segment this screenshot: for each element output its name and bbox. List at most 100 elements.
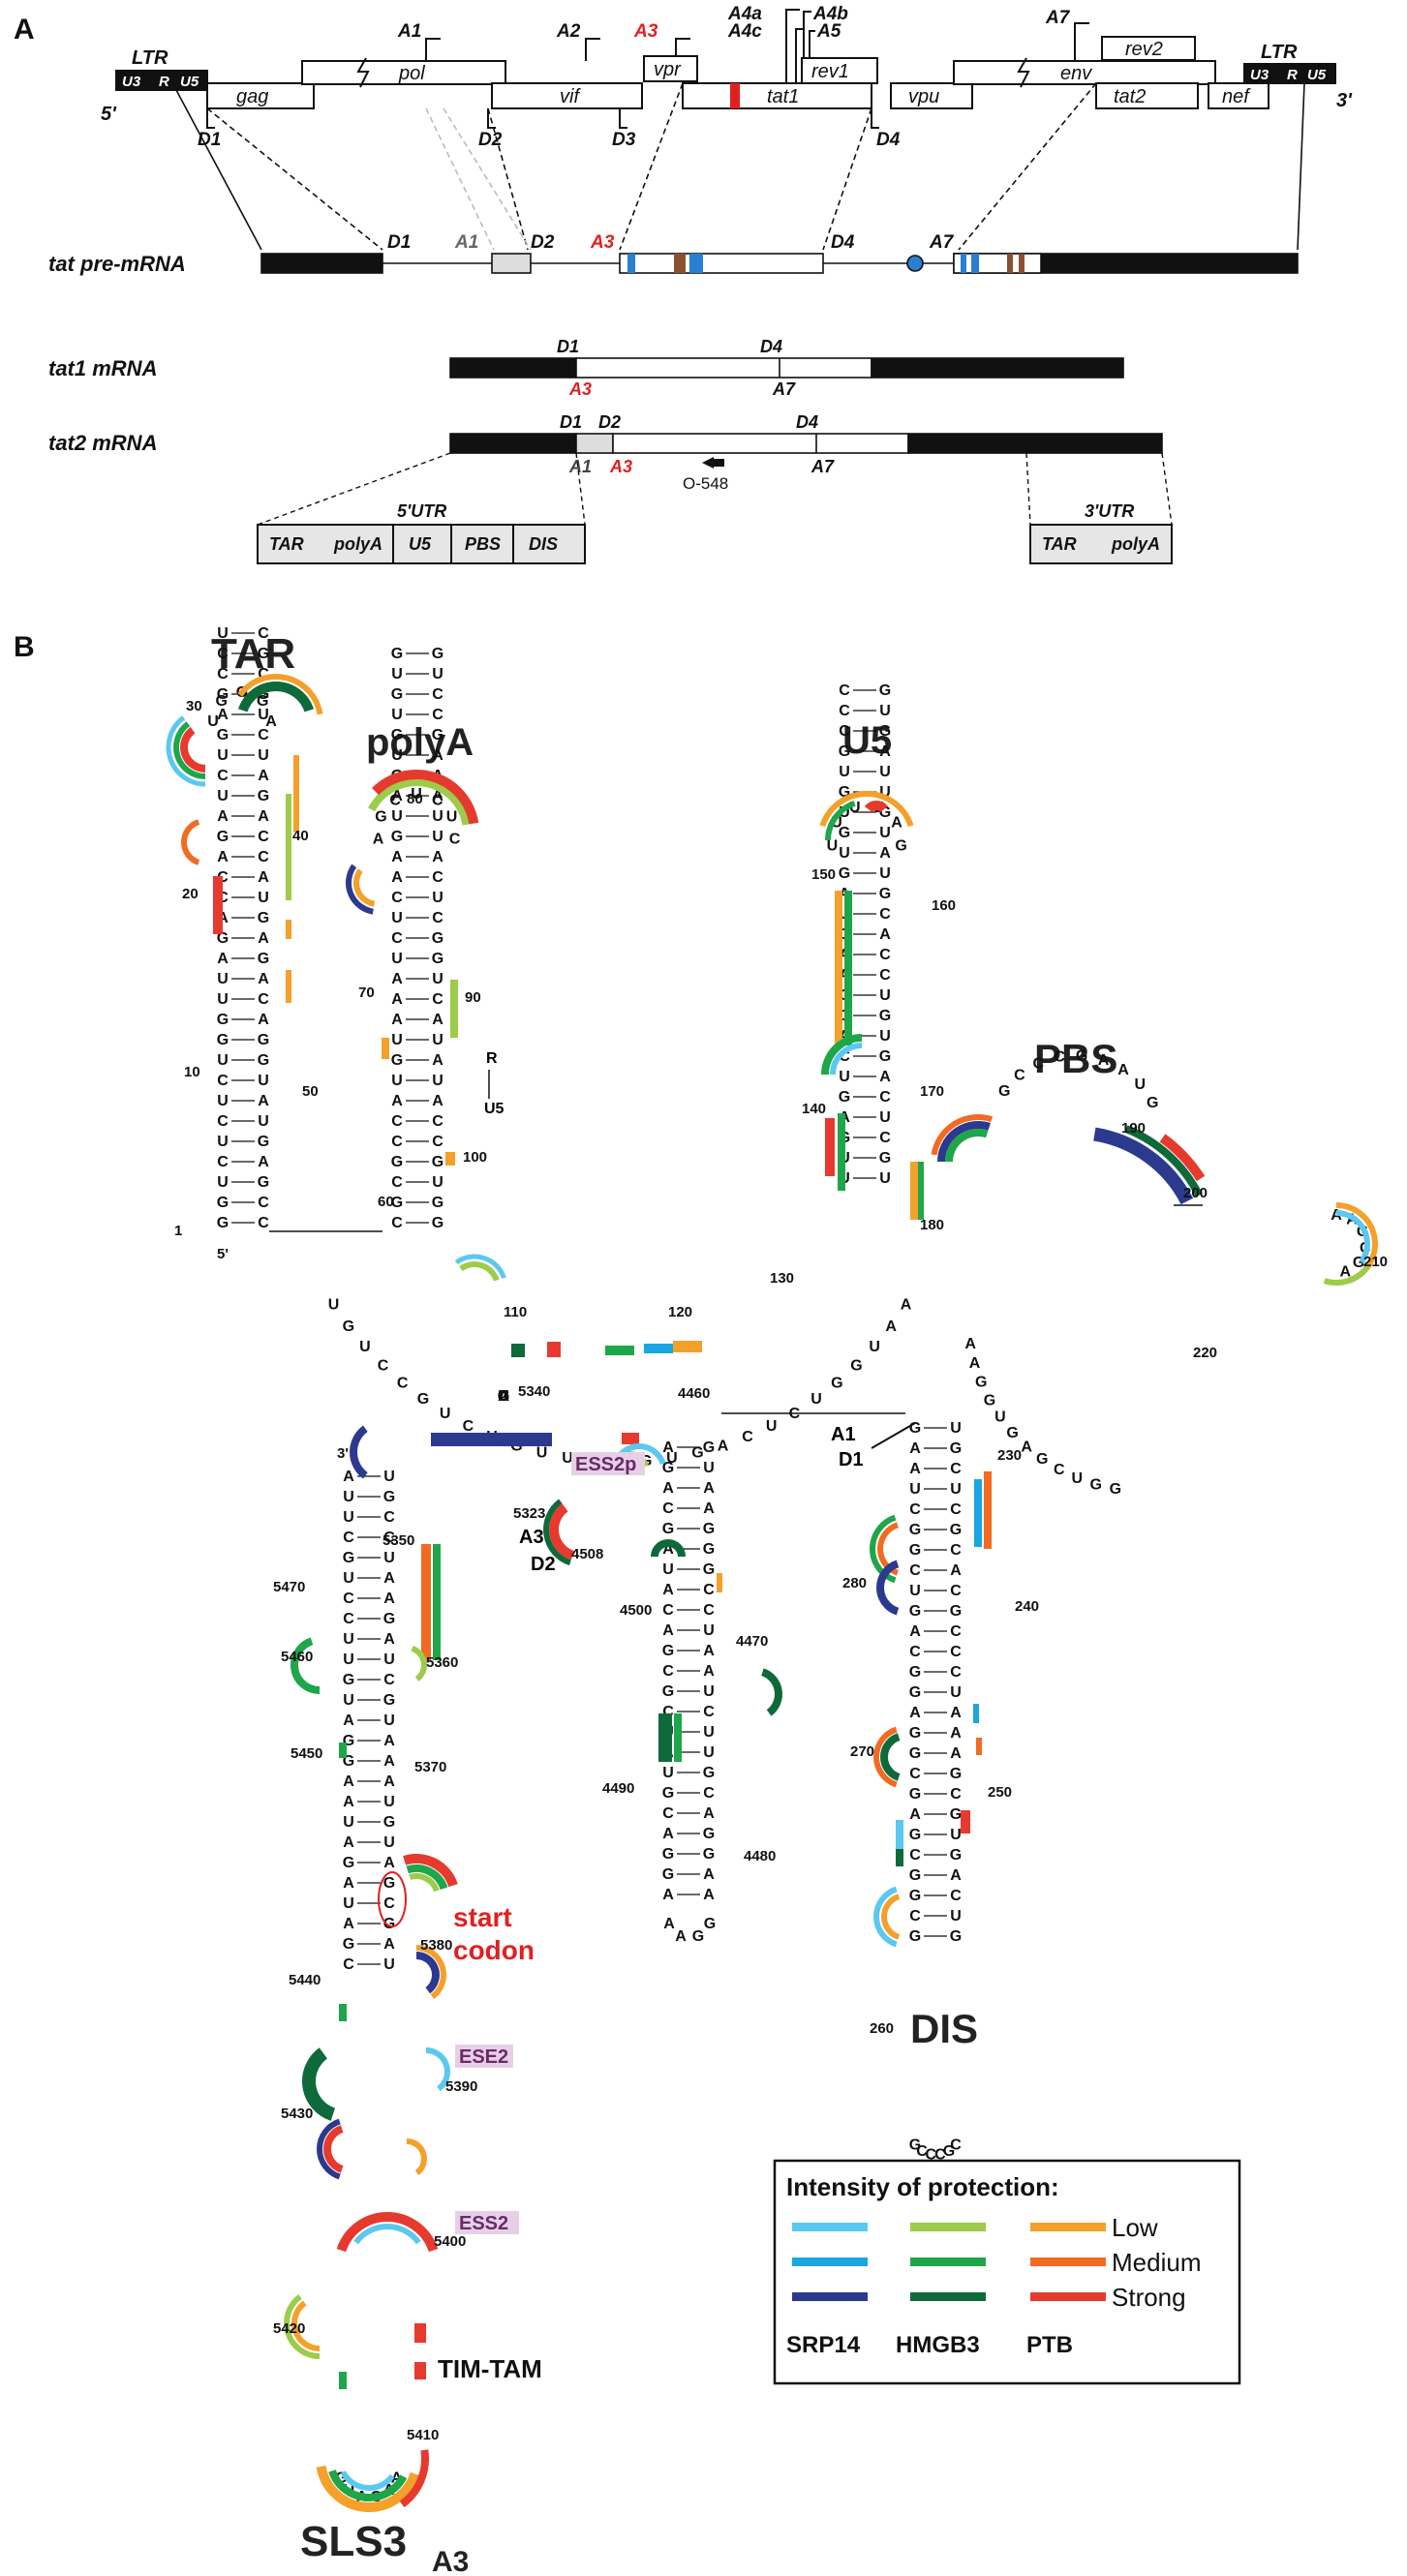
position-number: 70 — [358, 985, 375, 1001]
position-number: 130 — [770, 1270, 794, 1287]
nucleotide: G — [703, 1826, 715, 1842]
nucleotide: A — [909, 1705, 921, 1721]
nucleotide: G — [703, 1846, 715, 1863]
sls3-bar-4 — [339, 2004, 347, 2021]
nucleotide: G — [691, 1445, 703, 1462]
nucleotide: A — [703, 1866, 715, 1883]
nucleotide: C — [432, 686, 444, 703]
nucleotide: G — [950, 1603, 962, 1620]
nucleotide: C — [950, 2137, 962, 2153]
nucleotide: A — [950, 1745, 962, 1762]
nucleotide: A — [391, 971, 403, 987]
dis-bar-3 — [973, 1704, 979, 1723]
nucleotide: U — [391, 707, 403, 723]
nucleotide: A — [662, 1440, 674, 1456]
nucleotide: G — [217, 1215, 229, 1231]
position-number: 250 — [988, 1784, 1012, 1801]
legend-swatches — [792, 2223, 1106, 2301]
nucleotide: U — [869, 1339, 880, 1355]
nucleotide: U — [811, 1391, 822, 1408]
nucleotide: U — [391, 808, 403, 825]
nucleotide: A — [662, 1826, 674, 1842]
gene-rev2: rev2 — [1125, 39, 1163, 60]
nucleotide: G — [909, 1725, 921, 1742]
nucleotide: A — [498, 1388, 509, 1405]
tat1-red-mark — [730, 83, 740, 108]
dis-arc-6 — [881, 1894, 901, 1940]
nucleotide: G — [662, 1643, 674, 1659]
nucleotide: U — [950, 1420, 962, 1437]
nucleotide: G — [909, 1745, 921, 1762]
nucleotide: A — [950, 1705, 962, 1721]
legend-swatch-srp14-0 — [792, 2223, 868, 2231]
nucleotide: U — [879, 1109, 891, 1126]
legend-swatch-ptb-0 — [1030, 2223, 1106, 2231]
tar-top-arc-hmgb3 — [238, 682, 314, 712]
nucleotide: G — [217, 727, 229, 743]
nucleotide: U — [662, 1561, 674, 1578]
nucleotide: G — [383, 1611, 395, 1627]
nucleotide: G — [703, 1440, 715, 1456]
pol-box — [301, 60, 506, 85]
position-number: 140 — [802, 1101, 826, 1117]
sls3-loop-arc-3 — [340, 2470, 395, 2491]
position-number: 1 — [174, 1223, 182, 1239]
nucleotide: U — [432, 1073, 444, 1089]
nucleotide: C — [258, 727, 269, 743]
position-number: 30 — [186, 698, 202, 714]
tat2-marks: D1 D2 D4 A1 A3 A7 — [560, 412, 835, 476]
start-arc-1 — [403, 1854, 458, 1888]
pre-mark-d4: D4 — [831, 232, 855, 253]
nucleotide: U — [839, 804, 850, 821]
nucleotide: C — [449, 831, 461, 847]
nucleotide: A — [265, 713, 277, 730]
nucleotide: C — [463, 1418, 474, 1435]
nucleotide: U — [343, 1895, 354, 1912]
sls3-bar-2 — [433, 1544, 441, 1660]
nucleotide: G — [662, 1785, 674, 1802]
position-number: 270 — [850, 1743, 874, 1760]
dis-arc-7 — [873, 1886, 898, 1948]
nucleotide: A — [343, 1469, 354, 1485]
nucleotide: C — [432, 707, 444, 723]
nucleotide: C — [383, 1509, 395, 1526]
nucleotide: A — [879, 845, 891, 862]
nucleotide: C — [343, 1611, 354, 1627]
nucleotide: C — [432, 792, 444, 808]
protection-marks — [166, 674, 1378, 2512]
nucleotide: U — [827, 838, 839, 855]
tar-arc-srp14 — [166, 715, 206, 787]
nucleotide: A — [885, 1318, 897, 1335]
pol-break-mark — [356, 57, 370, 88]
nucleotide: C — [789, 1406, 801, 1422]
tat2-mark-a7: A7 — [811, 457, 835, 476]
nucleotide: A — [383, 1733, 395, 1749]
sls3-bar-1 — [421, 1544, 431, 1660]
legend-swatch-srp14-1 — [792, 2258, 868, 2266]
ess-bar-1 — [717, 1573, 722, 1592]
nucleotide: C — [950, 1786, 962, 1803]
position-number: 120 — [668, 1304, 692, 1320]
domain-polya: polyA — [366, 721, 474, 764]
nucleotide: C — [950, 1501, 962, 1518]
position-number: 5' — [217, 1246, 229, 1262]
nucleotide: A — [703, 1480, 715, 1497]
nucleotide: U — [383, 1834, 395, 1851]
legend-level-medium: Medium — [1112, 2248, 1201, 2277]
utr5-dis: DIS — [529, 534, 558, 554]
ess-arc-3 — [760, 1668, 782, 1716]
linker-arc-1 — [459, 1261, 500, 1282]
nucleotide: A — [703, 1663, 715, 1680]
nucleotide: C — [916, 2143, 928, 2160]
panel-label-b: B — [14, 631, 35, 663]
nucleotide: C — [217, 768, 229, 784]
tat2-mark-a3: A3 — [609, 457, 632, 476]
gene-vpr: vpr — [654, 59, 682, 80]
position-number: 280 — [842, 1575, 867, 1591]
domain-titles: TAR polyA U5 PBS DIS SLS3 A3 — [211, 630, 1117, 2576]
pre-mrna-marks: D1 A1 D2 A3 D4 A7 — [387, 232, 955, 253]
primer-arrow — [702, 457, 714, 469]
nucleotide: G — [217, 930, 229, 947]
